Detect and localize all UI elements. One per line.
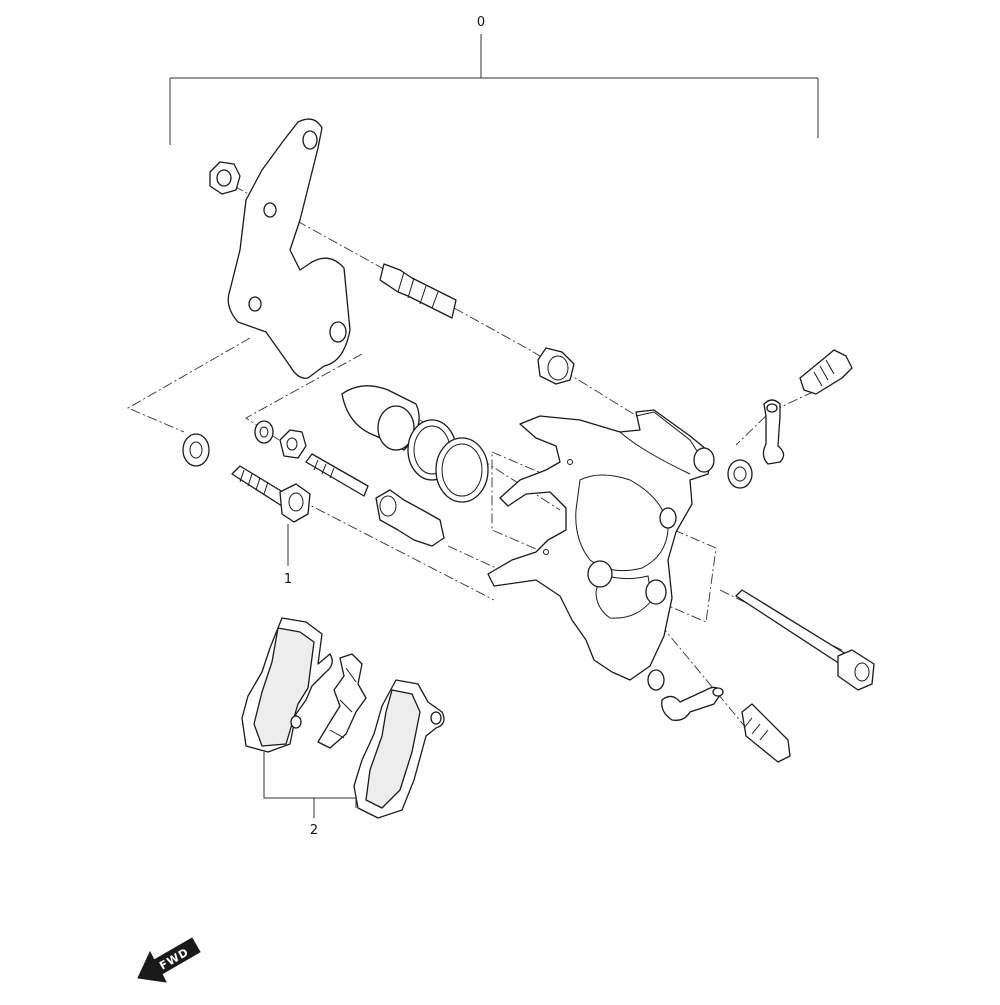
mounting-bracket — [227, 118, 351, 379]
guide-pin-body — [375, 489, 445, 547]
axis-line-pin — [447, 545, 497, 569]
bleeder-screw-top — [799, 349, 853, 395]
caliper-body — [487, 409, 715, 691]
bolt-head — [279, 483, 311, 523]
bracket-hole-top — [302, 130, 318, 150]
threaded-pin-threads — [313, 459, 335, 479]
boot-upper-body — [537, 347, 575, 385]
spring-washer-inner — [259, 426, 269, 438]
caliper-port-right — [645, 579, 667, 605]
bolt-shank — [231, 465, 287, 507]
washer-left — [182, 433, 210, 467]
callout-assembly: 0 — [169, 15, 819, 145]
pad-right-hole — [430, 711, 442, 725]
spring-washer-outer — [254, 420, 274, 444]
small-boot-right-body — [727, 459, 753, 489]
pad-left-friction — [253, 627, 315, 747]
threaded-pin — [305, 453, 369, 497]
hex-nut — [279, 429, 307, 459]
pad-spring-folds — [329, 667, 357, 739]
axis-line-bleeder-top — [735, 383, 831, 446]
boot-upper-ring — [547, 355, 569, 381]
bracket-hole-middle — [263, 202, 277, 218]
bleeder-cap-top-body — [762, 399, 785, 465]
long-pin-shaft — [735, 589, 847, 665]
caliper-lower-bore — [595, 573, 653, 619]
brake-pad-left — [241, 617, 333, 753]
upper-nut — [209, 161, 241, 195]
pad-left-hole — [290, 715, 302, 729]
pad-spring — [317, 653, 367, 749]
spring-washer — [254, 420, 274, 444]
caliper-rivet-b — [543, 549, 549, 555]
bleeder-cap-bottom — [661, 686, 724, 721]
callout-bolt: 1 — [284, 524, 292, 587]
callout-pad-set-line — [263, 752, 357, 818]
bleeder-cap-bottom-body — [661, 686, 723, 721]
caliper-housing — [487, 409, 713, 681]
piston — [341, 385, 420, 451]
long-pin-head-socket — [854, 662, 870, 682]
bleeder-bottom-threads — [743, 717, 769, 741]
bleeder-cap-top-ring — [766, 403, 778, 413]
callout-label-pad-set: 2 — [310, 823, 318, 838]
axis-line-bleeder-bottom — [659, 623, 767, 753]
bleeder-screw-bottom — [741, 703, 791, 763]
fwd-marker: FWD — [137, 937, 201, 983]
bolt-threads — [239, 469, 269, 495]
flange-bolt — [231, 465, 311, 523]
slide-pin-upper-body — [379, 263, 457, 319]
caliper-port-top — [659, 507, 677, 529]
callout-label-bolt: 1 — [284, 572, 292, 587]
dust-seal — [435, 437, 489, 503]
guide-pin — [375, 489, 445, 547]
slide-pin-upper-ridges — [397, 271, 439, 309]
bracket-hole-right — [329, 321, 347, 343]
caliper-arm-hole — [693, 447, 715, 473]
hex-nut-body — [279, 429, 307, 459]
brake-pad-right — [353, 679, 445, 819]
piston-face — [377, 405, 415, 451]
hex-nut-hole — [286, 437, 298, 451]
bleeder-cap-top — [762, 399, 785, 465]
bolt-head-socket — [288, 492, 304, 512]
bleeder-top-threads — [813, 359, 835, 387]
bracket-plate — [227, 118, 351, 379]
axis-line-bolt — [299, 499, 495, 601]
washer-inner — [189, 441, 203, 459]
fwd-arrow-icon — [137, 937, 201, 983]
guide-pin-end — [379, 495, 397, 517]
axis-line-nut — [245, 353, 363, 443]
bracket-hole-left — [248, 296, 262, 312]
callout-label-assembly: 0 — [477, 15, 485, 30]
dust-seal-outer — [435, 437, 489, 503]
pad-spring-body — [317, 653, 367, 749]
caliper-rivet-a — [567, 459, 573, 465]
caliper-port-left — [587, 560, 613, 588]
callout-pad-set: 2 — [263, 752, 357, 838]
upper-nut-hole — [216, 169, 232, 187]
small-boot-right-inner — [733, 466, 747, 482]
threaded-pin-body — [305, 453, 369, 497]
dust-seal-inner — [441, 443, 483, 497]
bleeder-cap-bottom-ring — [712, 687, 724, 697]
pad-right-friction — [365, 689, 421, 809]
slide-pin-upper — [379, 263, 457, 319]
long-slide-pin — [735, 589, 875, 691]
caliper-piston-bore-outline — [575, 474, 669, 572]
bleeder-top-body — [799, 349, 853, 395]
caliper-port-bottom — [647, 669, 665, 691]
washer-outer — [182, 433, 210, 467]
assembly-bracket-line — [169, 34, 819, 145]
axis-line-left-washer — [126, 337, 251, 433]
small-boot-right — [727, 459, 753, 489]
rubber-boot-upper — [537, 347, 575, 385]
